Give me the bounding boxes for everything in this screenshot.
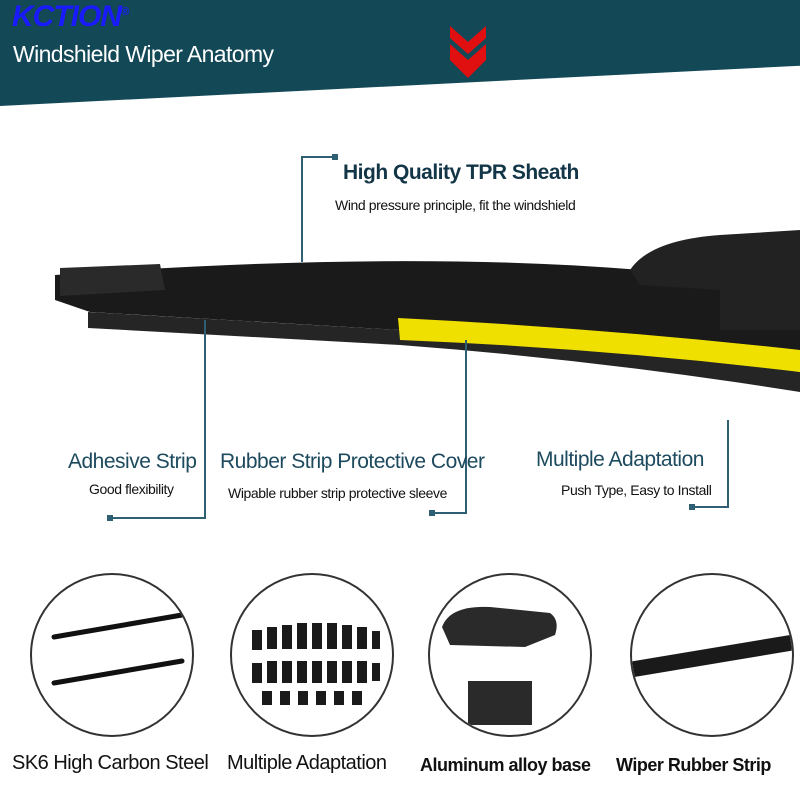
page-title: Windshield Wiper Anatomy	[13, 41, 274, 67]
yellow-strip	[398, 318, 800, 372]
feature-image-rubber-strip	[630, 573, 794, 737]
callout-title-tpr-sheath: High Quality TPR Sheath	[343, 161, 579, 184]
callout-subtitle-protective-cover: Wipable rubber strip protective sleeve	[228, 485, 448, 501]
feature-label-rubber-strip: Wiper Rubber Strip	[616, 755, 771, 775]
feature-label-adaptation: Multiple Adaptation	[227, 752, 387, 774]
callout-subtitle-tpr-sheath: Wind pressure principle, fit the windshi…	[335, 197, 576, 213]
callout-title-protective-cover: Rubber Strip Protective Cover	[220, 450, 485, 473]
brand-logo: KCTION®	[12, 0, 129, 33]
feature-label-alloy-base: Aluminum alloy base	[420, 755, 591, 775]
wiper-blade-illustration	[55, 154, 800, 521]
callout-title-adhesive-strip: Adhesive Strip	[68, 450, 197, 473]
double-chevron-down-icon	[450, 26, 486, 78]
callout-title-multiple-adaptation: Multiple Adaptation	[536, 448, 704, 471]
feature-label-steel: SK6 High Carbon Steel	[12, 752, 209, 774]
callout-subtitle-adhesive-strip: Good flexibility	[89, 481, 174, 497]
feature-image-steel	[30, 573, 194, 737]
feature-image-adapters	[230, 573, 394, 737]
callout-subtitle-multiple-adaptation: Push Type, Easy to Install	[561, 482, 712, 498]
feature-image-alloy-base	[428, 573, 592, 737]
